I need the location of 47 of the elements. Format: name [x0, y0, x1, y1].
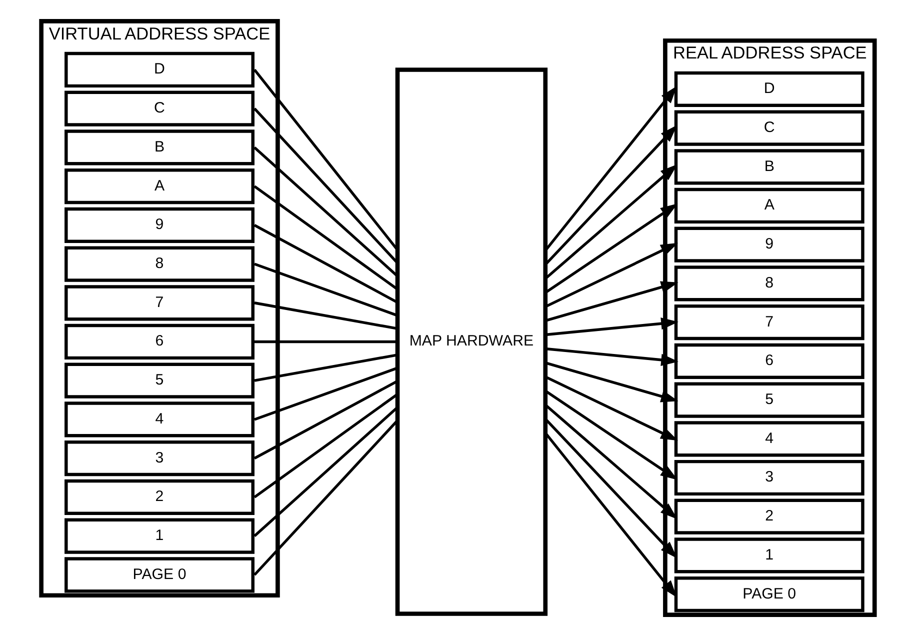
node-box: 7 [674, 304, 864, 340]
node-box: D [674, 71, 864, 107]
node-box: 5 [64, 362, 254, 398]
node-box: PAGE 0 [64, 557, 254, 593]
node-box: 4 [64, 402, 254, 438]
connector [253, 393, 398, 498]
connector [253, 108, 398, 264]
connector [254, 354, 398, 382]
node-box: 8 [674, 266, 864, 302]
connector [253, 406, 398, 538]
node-box: 3 [674, 460, 864, 496]
node-box: A [674, 188, 864, 224]
node-box: C [674, 110, 864, 146]
arrow [544, 362, 678, 402]
node-box: 7 [64, 285, 254, 321]
node-box: 9 [674, 226, 864, 262]
node-box: 8 [64, 246, 254, 282]
connector [253, 420, 398, 576]
node-box: B [64, 130, 254, 166]
connector [254, 302, 398, 330]
connector [253, 185, 398, 290]
arrow [544, 318, 678, 336]
node-box: A [64, 168, 254, 204]
connector [254, 262, 398, 317]
node-box: 6 [674, 343, 864, 379]
connector [252, 68, 398, 250]
node-box: B [674, 149, 864, 185]
node-box: 2 [674, 498, 864, 534]
node-box: MAP HARDWARE [394, 68, 548, 616]
node-box: 4 [674, 421, 864, 457]
node-box: 3 [64, 440, 254, 476]
node-box: 2 [64, 479, 254, 515]
node-box: 1 [64, 518, 254, 554]
connector [253, 224, 398, 304]
connector [254, 366, 398, 421]
arrow [544, 347, 678, 366]
node-box: PAGE 0 [674, 576, 864, 612]
node-box: 9 [64, 207, 254, 243]
node-box: 1 [674, 538, 864, 574]
node-box: 5 [674, 382, 864, 418]
node-box: C [64, 90, 254, 126]
node-box: D [64, 52, 254, 88]
connector [253, 146, 398, 277]
arrow [544, 281, 678, 322]
connector [254, 340, 397, 344]
connector [253, 380, 398, 460]
node-box: 6 [64, 324, 254, 360]
